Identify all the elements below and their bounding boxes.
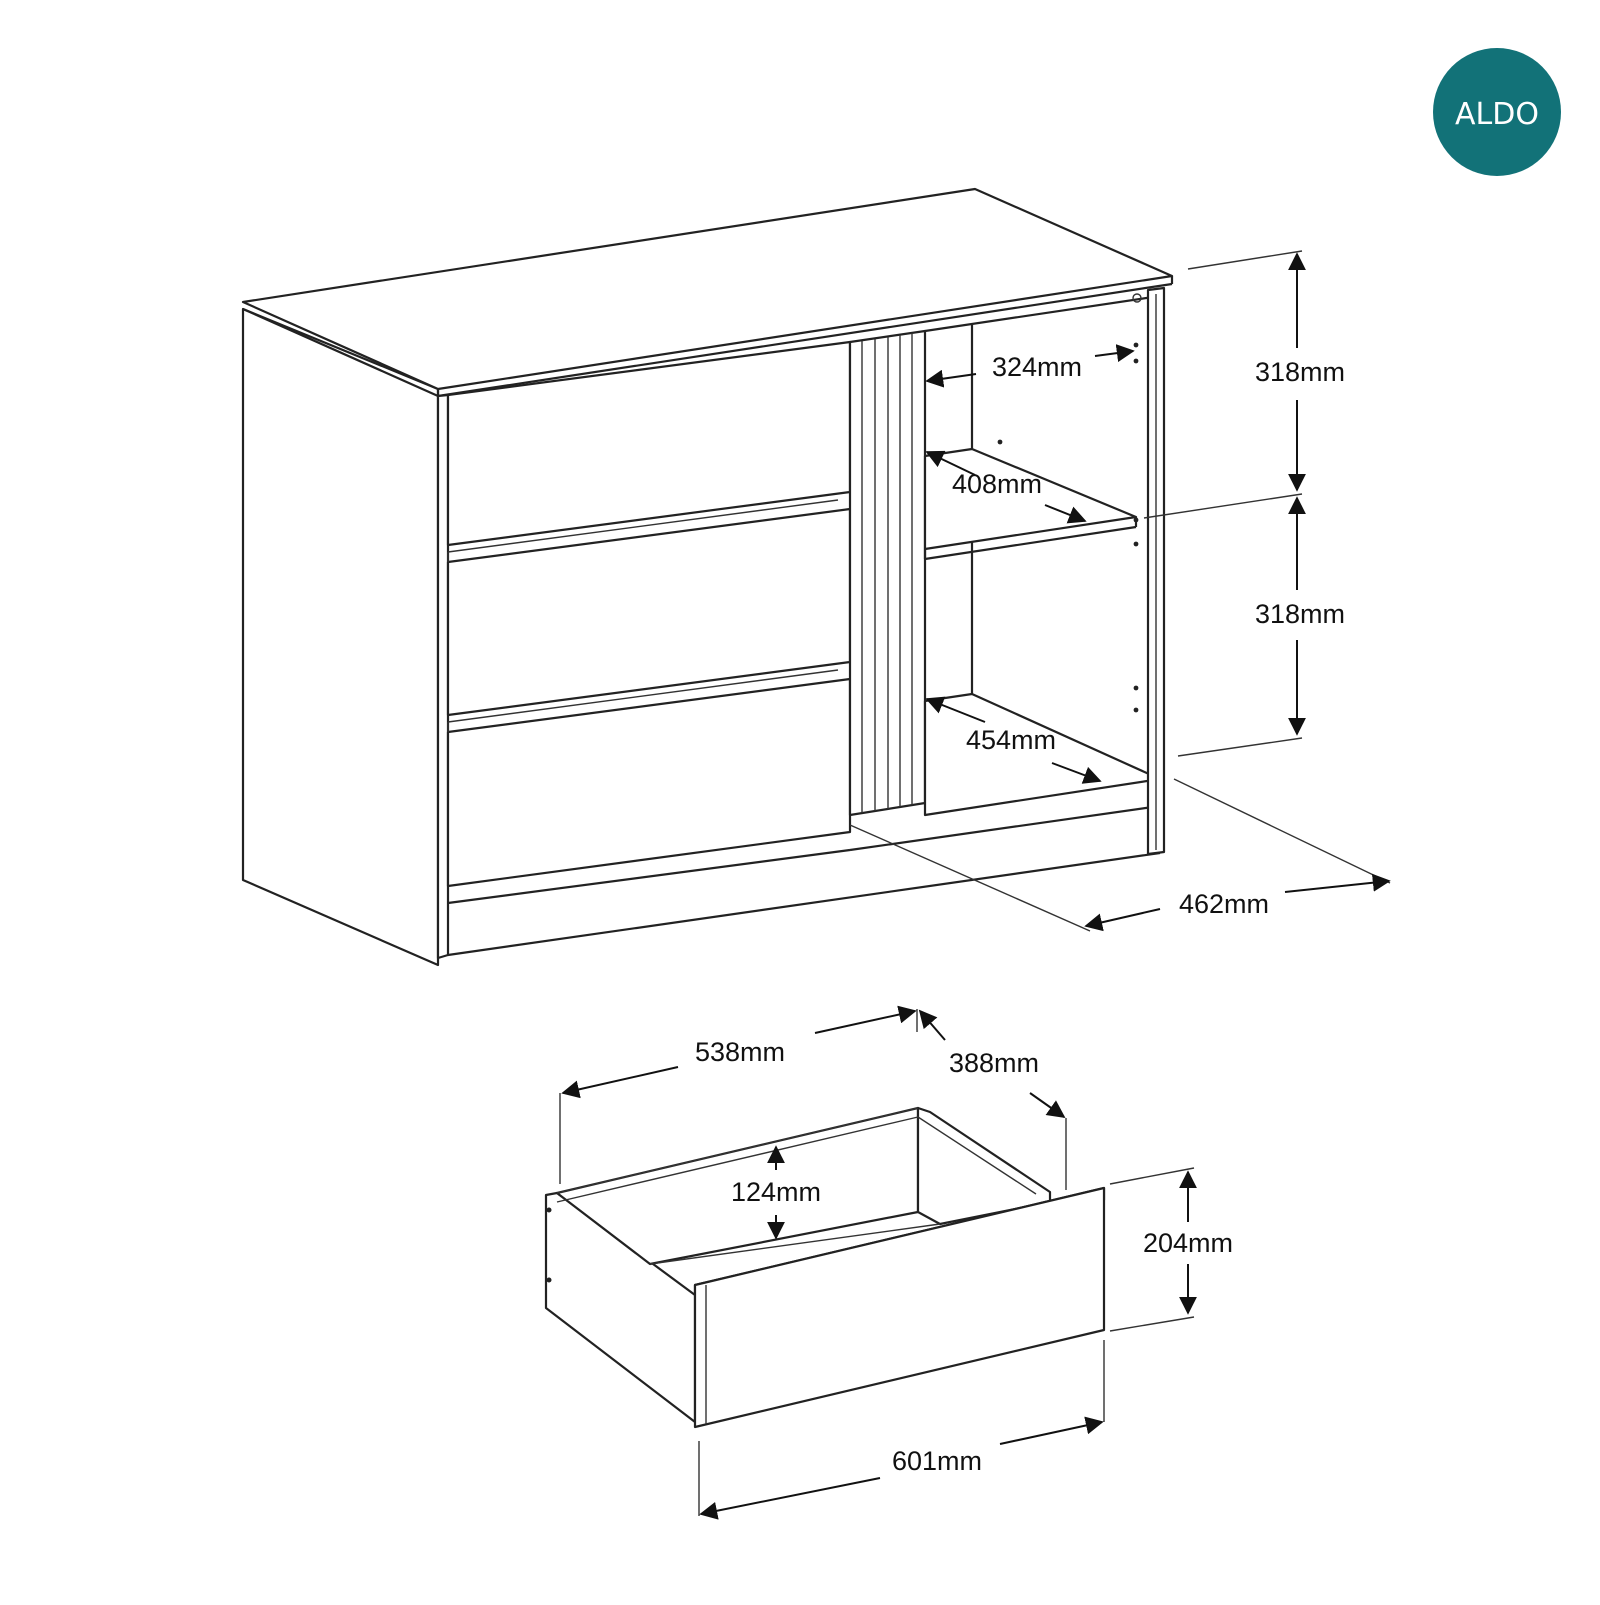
cabinet-front-edge bbox=[436, 393, 450, 960]
cabinet-left-side bbox=[241, 307, 440, 967]
dim-bottom-depth: 454mm bbox=[966, 725, 1056, 755]
dim-shelf-height-bottom: 318mm bbox=[1255, 599, 1345, 629]
brand-logo: ALDO bbox=[1433, 48, 1561, 176]
dim-shelf-height-top: 318mm bbox=[1255, 357, 1345, 387]
dim-shelf-depth: 408mm bbox=[952, 469, 1042, 499]
cabinet-drawer-2 bbox=[446, 507, 852, 717]
dim-drawer-front-width: 601mm bbox=[892, 1446, 982, 1476]
cabinet-drawer-3 bbox=[446, 677, 852, 888]
cabinet-dimensions bbox=[849, 250, 1391, 932]
dim-cabinet-depth: 462mm bbox=[1179, 889, 1269, 919]
drawer-front-panel bbox=[693, 1186, 1106, 1429]
logo-circle bbox=[1433, 48, 1561, 176]
dim-drawer-inner-height: 124mm bbox=[731, 1177, 821, 1207]
dim-drawer-inner-length: 538mm bbox=[695, 1037, 785, 1067]
drawer-drawing bbox=[544, 1106, 1106, 1429]
dim-drawer-front-height: 204mm bbox=[1143, 1228, 1233, 1258]
cabinet-drawing bbox=[241, 187, 1174, 967]
dim-inner-width: 324mm bbox=[992, 352, 1082, 382]
drawer-dimensions bbox=[559, 1005, 1197, 1520]
cabinet-shelf bbox=[923, 447, 1138, 551]
dim-drawer-depth: 388mm bbox=[949, 1048, 1039, 1078]
logo-text: ALDO bbox=[1455, 97, 1539, 132]
